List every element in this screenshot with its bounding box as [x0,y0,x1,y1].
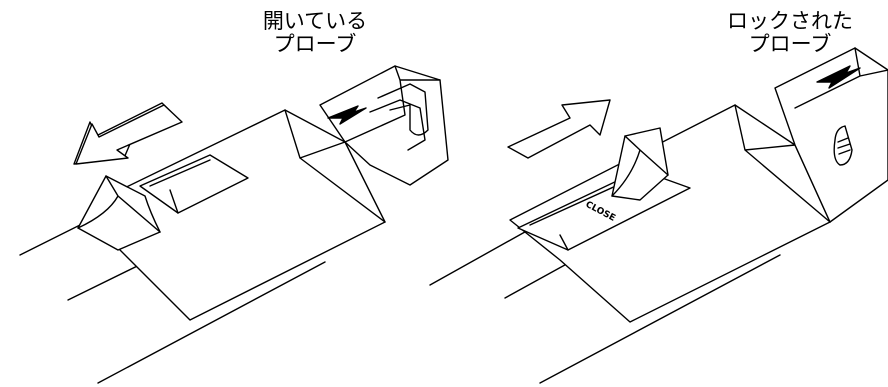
locked-probe-housing-edge [734,104,831,223]
locked-probe-caption-line2: プローブ [748,32,832,56]
open-direction-arrow-shape [75,104,183,165]
open-probe-tip-edges [344,65,441,151]
open-probe-housing-edge [284,109,386,223]
open-probe-caption: 開いている プローブ [225,10,405,56]
open-probe-caption-line2: プローブ [273,32,357,56]
open-probe-slider-window [139,154,249,214]
locked-probe-latch-ridges [837,137,851,155]
open-probe-caption-line1: 開いている [262,9,368,33]
locked-probe-caption: ロックされた プローブ [700,10,880,56]
locked-probe-slider-knob [611,127,669,201]
locked-probe-caption-line1: ロックされた [727,9,853,33]
locked-probe-slider-knob-face [611,135,669,197]
locked-probe-tip-arrow [816,65,861,89]
open-probe-slider-knob-face [77,175,161,233]
open-probe-tip-arrow [327,105,367,125]
locked-probe-tip-edges [794,47,888,109]
open-probe-slider-window-inner [149,159,211,214]
locked-probe-illustration: CLOSE [429,47,888,384]
open-probe-tip [319,65,449,186]
open-probe-latch [377,83,429,136]
locked-probe-latch [833,125,853,166]
lock-direction-arrow [507,99,611,159]
open-probe-illustration [19,65,449,384]
